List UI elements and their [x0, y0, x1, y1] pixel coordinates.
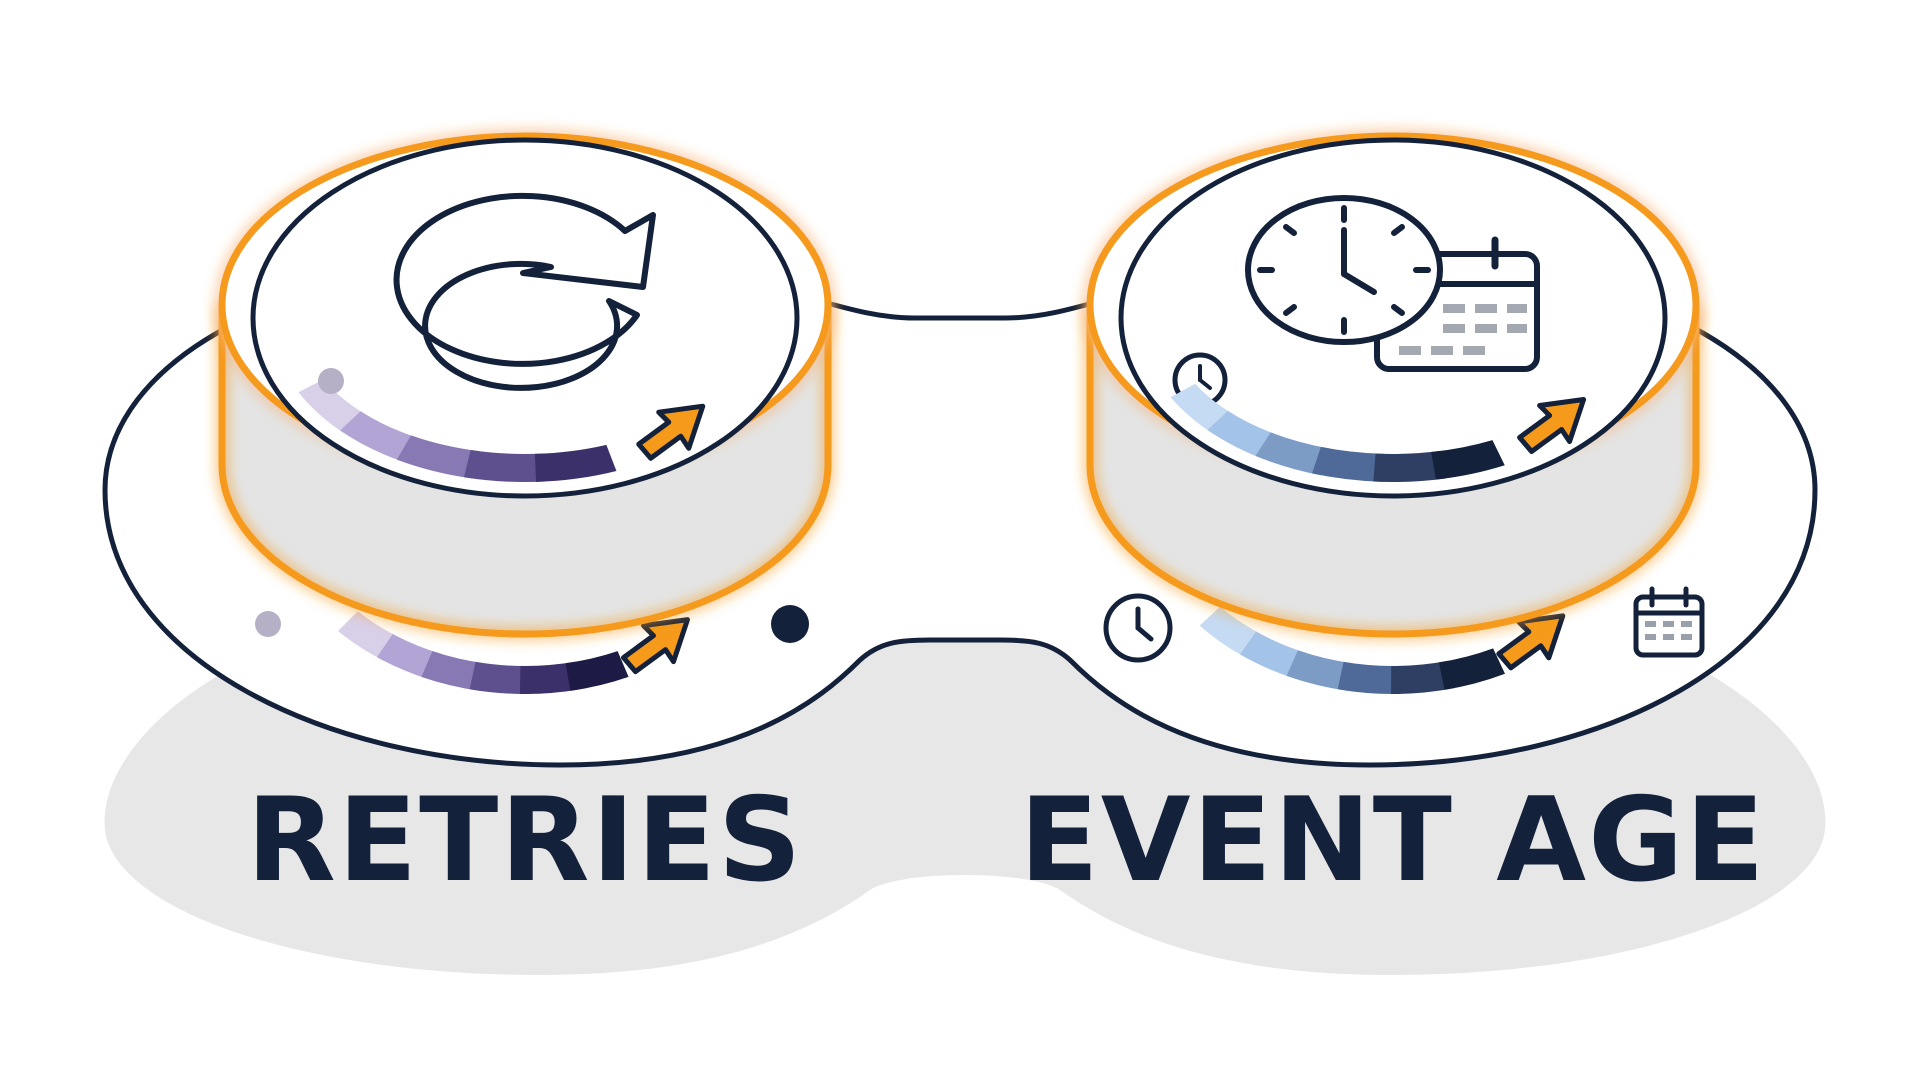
gauge-segment	[1311, 446, 1385, 482]
retries-label: RETRIES	[247, 773, 804, 908]
gauge-segment	[469, 661, 531, 694]
gauge-segment	[421, 651, 485, 691]
gauge-segment	[376, 634, 441, 680]
event-age-knob-outline	[1086, 305, 1700, 638]
event-age-knob-gauge	[1170, 383, 1587, 482]
event-age-label: EVENT AGE	[1019, 773, 1766, 908]
gauge-segment	[463, 450, 546, 482]
gauge-segment	[298, 379, 367, 435]
gauge-segment	[1207, 410, 1279, 460]
retries-knob-outline	[218, 305, 832, 638]
arrow-up-right-icon	[636, 403, 706, 461]
gauge-segment	[396, 435, 480, 479]
clock-icon	[1103, 593, 1173, 663]
event-age-platform-gauge	[1199, 606, 1566, 694]
clock-calendar-icon	[1245, 195, 1540, 372]
gauge-segment	[1438, 648, 1505, 690]
retries-knob-inner-ring	[250, 137, 800, 499]
gauge-segment	[1431, 440, 1505, 480]
gauge-segment	[1337, 661, 1402, 694]
retries-knob-gauge	[298, 379, 706, 482]
platform-dot-end	[771, 605, 809, 643]
arrow-up-right-icon	[1517, 396, 1587, 454]
gauge-segment	[519, 661, 581, 694]
retries-knob	[218, 132, 832, 638]
gauge-segment	[1286, 650, 1353, 691]
calendar-icon	[1633, 586, 1705, 658]
arrow-up-right-icon	[1496, 613, 1566, 671]
gauge-segment	[1239, 631, 1307, 680]
gauge-segment	[1373, 451, 1446, 482]
event-age-knob	[1086, 132, 1700, 638]
knob-dot-start	[318, 368, 344, 394]
platform-dot-start	[255, 611, 281, 637]
arrow-up-right-icon	[620, 617, 690, 675]
retries-platform-gauge	[337, 611, 690, 694]
clock-icon	[1245, 195, 1443, 345]
gauge-segment	[340, 411, 419, 463]
gauge-segment	[1391, 660, 1455, 694]
gauge-segment	[534, 444, 617, 482]
gauge-segment	[565, 651, 629, 691]
refresh-icon	[393, 192, 656, 391]
gauge-segment	[1255, 432, 1330, 476]
